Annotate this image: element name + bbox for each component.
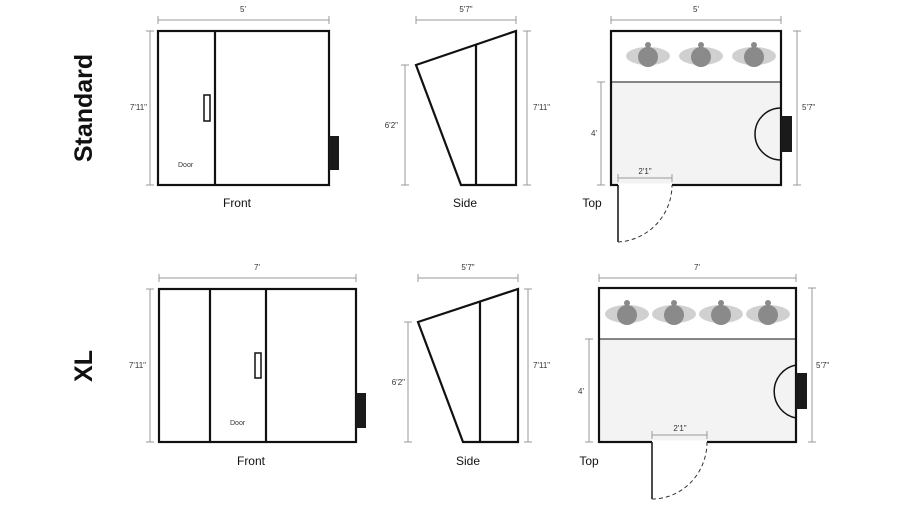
standard-side-back-height-dim: 7'11" xyxy=(533,103,550,112)
xl-door-width-dim: 2'1" xyxy=(673,424,686,433)
standard-front-ventilation-unit xyxy=(329,136,339,170)
xl-front-ventilation-unit xyxy=(356,393,366,428)
xl-front-label: Front xyxy=(237,454,266,468)
xl-top-side-dim: 4' xyxy=(578,387,584,396)
person-icon xyxy=(744,47,764,67)
xl-side-back-height-dim: 7'11" xyxy=(533,361,550,370)
standard-top-width-dim: 5' xyxy=(693,5,699,14)
standard-side-outline xyxy=(414,29,518,187)
standard-door-label: Door xyxy=(178,162,194,169)
xl-front-width-dim: 7' xyxy=(254,263,260,272)
standard-top-view: 5' 5'7" 4' 2'1" Top xyxy=(582,5,815,243)
standard-door-handle xyxy=(203,94,211,122)
standard-side-depth-dim: 5'7" xyxy=(459,5,472,14)
xl-top-label: Top xyxy=(579,454,599,468)
row-title-xl: XL xyxy=(70,350,98,382)
xl-door-swing xyxy=(651,441,708,500)
xl-seats xyxy=(605,300,790,325)
standard-door-swing xyxy=(617,184,673,243)
xl-top-width-dim: 7' xyxy=(694,263,700,272)
xl-front-outline xyxy=(157,287,358,444)
person-icon xyxy=(617,305,637,325)
xl-top-view: 7' 5'7" 4' xyxy=(578,263,829,500)
standard-top-semicircle xyxy=(754,107,782,161)
standard-door-width-dim: 2'1" xyxy=(638,167,651,176)
person-icon xyxy=(711,305,731,325)
xl-side-front-height-dim: 6'2" xyxy=(392,378,405,387)
xl-side-view: 5'7" 6'2" 7'11" Side xyxy=(392,263,551,468)
xl-side-outline xyxy=(416,287,520,444)
standard-floor-area xyxy=(611,82,781,185)
xl-top-semicircle xyxy=(773,364,797,419)
xl-side-label: Side xyxy=(456,454,480,468)
person-icon xyxy=(664,305,684,325)
row-title-standard: Standard xyxy=(70,54,98,162)
person-icon xyxy=(758,305,778,325)
xl-door-label: Door xyxy=(230,420,246,427)
standard-side-label: Side xyxy=(453,196,477,210)
standard-front-label: Front xyxy=(223,196,252,210)
standard-seats xyxy=(626,42,776,67)
standard-top-side-dim: 4' xyxy=(591,129,597,138)
xl-front-view: 7' 7'11" Door Front xyxy=(129,263,366,468)
xl-door-handle xyxy=(254,352,262,379)
xl-floor-area xyxy=(599,339,796,442)
xl-front-height-dim: 7'11" xyxy=(129,361,146,370)
standard-front-outline xyxy=(156,29,331,187)
standard-front-width-dim: 5' xyxy=(240,5,246,14)
person-icon xyxy=(638,47,658,67)
standard-front-height-dim: 7'11" xyxy=(130,103,147,112)
standard-front-view: 5' 7'11" Door Front xyxy=(130,5,339,210)
standard-top-ventilation-unit xyxy=(781,116,792,152)
person-icon xyxy=(691,47,711,67)
xl-top-depth-dim: 5'7" xyxy=(816,361,829,370)
standard-side-view: 5'7" 6'2" 7'11" Side xyxy=(385,5,551,210)
standard-top-depth-dim: 5'7" xyxy=(802,103,815,112)
xl-side-depth-dim: 5'7" xyxy=(461,263,474,272)
standard-side-front-height-dim: 6'2" xyxy=(385,121,398,130)
xl-top-ventilation-unit xyxy=(796,373,807,409)
standard-top-label: Top xyxy=(582,196,602,210)
